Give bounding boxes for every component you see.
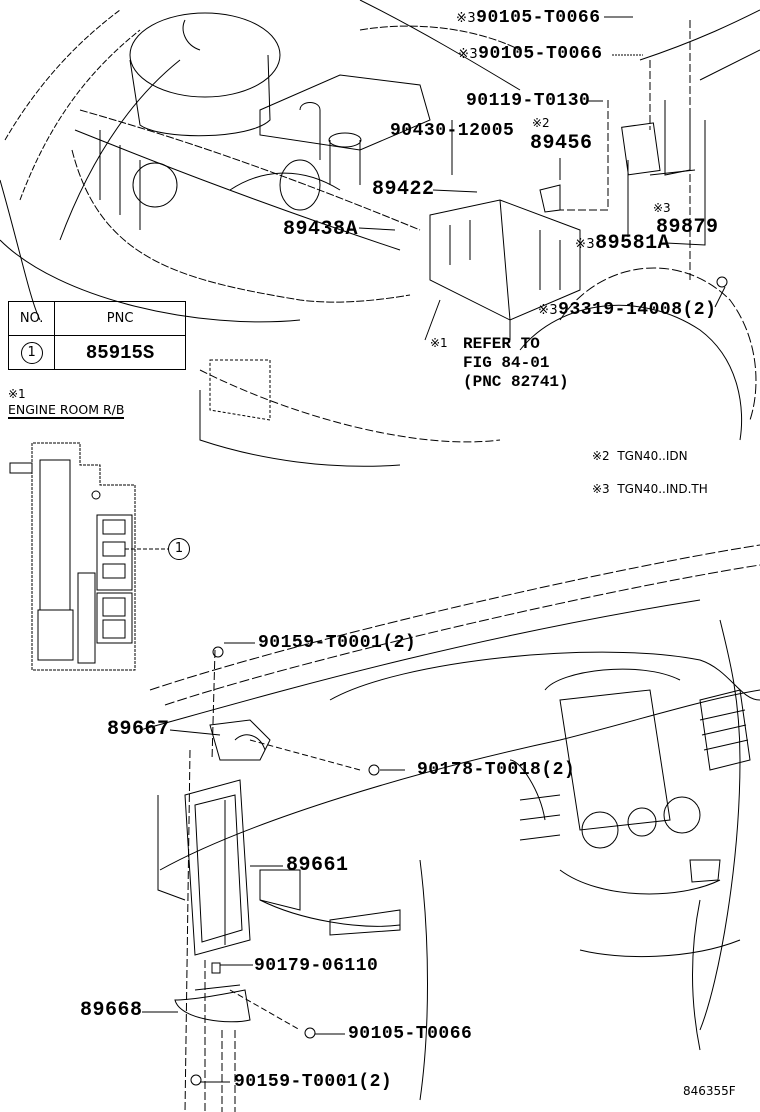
part-label-90430-12005[interactable]: 90430-12005 bbox=[390, 121, 515, 141]
part-mark-89456: ※2 bbox=[532, 116, 550, 130]
note-3: ※3 TGN40..IND.TH bbox=[592, 482, 708, 496]
part-label-90178-t0018[interactable]: 90178-T0018(2) bbox=[417, 760, 576, 780]
note-text: TGN40..IND.TH bbox=[617, 482, 708, 496]
refer-line-1[interactable]: REFER TO bbox=[463, 335, 540, 353]
engine-room-title: ENGINE ROOM R/B bbox=[8, 402, 125, 419]
note-text: TGN40..IDN bbox=[617, 449, 688, 463]
part-label-90105-t0066-b[interactable]: ※390105-T0066 bbox=[458, 44, 603, 64]
part-label-90159-t0001-top[interactable]: 90159-T0001(2) bbox=[258, 633, 417, 653]
pnc-table: NO. PNC 1 85915S bbox=[7, 301, 186, 370]
refer-mark: ※1 bbox=[430, 336, 448, 350]
fender-outline bbox=[199, 9, 760, 467]
engine-bay-illustration bbox=[0, 0, 521, 323]
row-no: 1 bbox=[7, 335, 56, 370]
engine-room-mark: ※1 bbox=[8, 387, 26, 401]
header-no: NO. bbox=[7, 301, 56, 336]
part-mark-89879: ※3 bbox=[653, 201, 671, 215]
part-label-90179-06110[interactable]: 90179-06110 bbox=[254, 956, 379, 976]
part-label-89668[interactable]: 89668 bbox=[80, 999, 143, 1022]
ecu-bracket-illustration bbox=[539, 20, 728, 288]
part-label-90105-t0066-c[interactable]: 90105-T0066 bbox=[348, 1024, 473, 1044]
part-label-89581a[interactable]: ※389581A bbox=[575, 232, 671, 255]
engine-room-rb-illustration bbox=[9, 442, 168, 671]
note-2: ※2 TGN40..IDN bbox=[592, 449, 688, 463]
part-label-93319-14008[interactable]: ※393319-14008(2) bbox=[538, 300, 717, 320]
part-label-89456[interactable]: 89456 bbox=[530, 132, 593, 155]
rb-callout: 1 bbox=[168, 538, 190, 560]
part-label-90119-t0130[interactable]: 90119-T0130 bbox=[466, 91, 591, 111]
pnc-table-header: NO. PNC bbox=[7, 301, 186, 336]
note-mark: ※3 bbox=[592, 482, 610, 496]
leader-lines bbox=[142, 16, 726, 1083]
ecu-assembly-illustration bbox=[157, 646, 380, 1112]
row-pnc: 85915S bbox=[54, 335, 186, 370]
dashboard-illustration bbox=[139, 544, 760, 1101]
refer-line-2[interactable]: FIG 84-01 bbox=[463, 354, 550, 372]
table-row: 1 85915S bbox=[7, 335, 186, 370]
part-label-89422[interactable]: 89422 bbox=[372, 178, 435, 201]
part-label-89879[interactable]: 89879 bbox=[656, 216, 719, 239]
drawing-code: 846355F bbox=[683, 1084, 736, 1098]
part-label-89667[interactable]: 89667 bbox=[107, 718, 170, 741]
callout-number: 1 bbox=[168, 538, 190, 560]
part-label-90105-t0066-a[interactable]: ※390105-T0066 bbox=[456, 8, 601, 28]
header-pnc: PNC bbox=[54, 301, 186, 336]
refer-line-3[interactable]: (PNC 82741) bbox=[463, 373, 569, 391]
part-label-90159-t0001-bottom[interactable]: 90159-T0001(2) bbox=[234, 1072, 393, 1092]
note-mark: ※2 bbox=[592, 449, 610, 463]
part-label-89438a[interactable]: 89438A bbox=[283, 218, 359, 241]
relay-block-illustration bbox=[424, 199, 581, 341]
part-label-89661[interactable]: 89661 bbox=[286, 854, 349, 877]
